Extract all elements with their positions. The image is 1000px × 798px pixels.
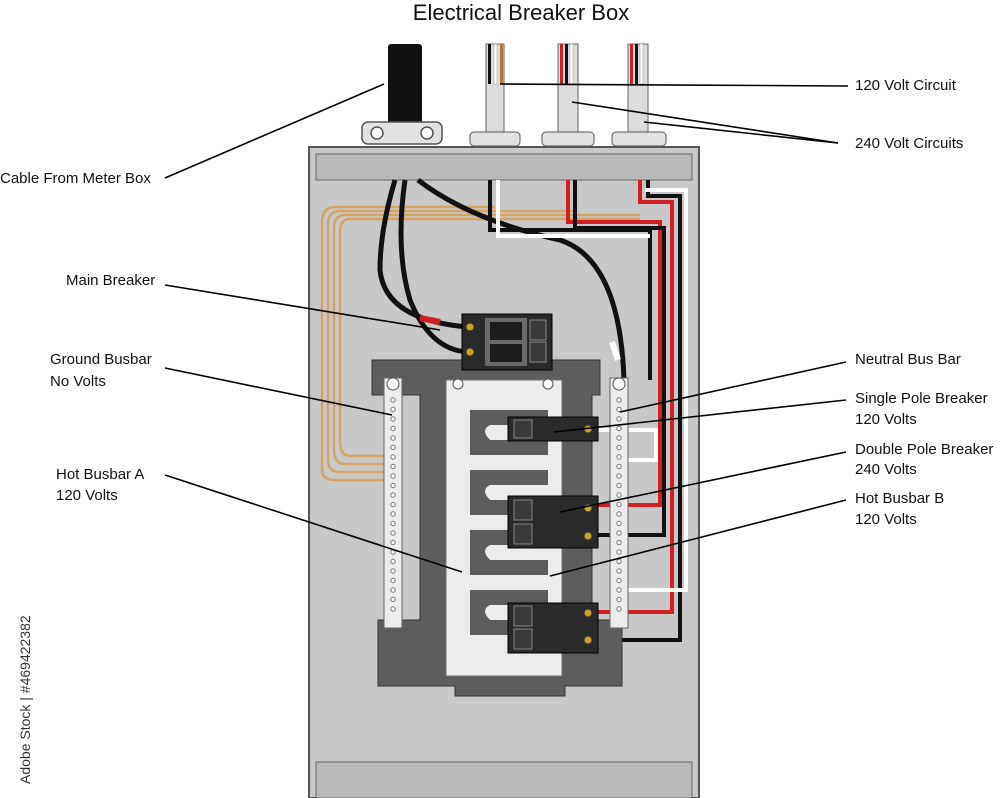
terminal-hole [616,406,622,413]
terminal-hole [390,596,396,603]
terminal-hole [616,482,622,489]
meter-cable [361,44,443,145]
terminal-hole [390,606,396,612]
label-ground-busbar-volts: No Volts [50,373,106,390]
terminal-hole [390,558,396,565]
single-pole-breaker [507,416,599,442]
terminal-hole [390,577,396,584]
double-pole-breaker [507,495,599,549]
label-cable-from-meter: Cable From Meter Box [0,170,151,187]
terminal-hole [390,473,396,479]
terminal-hole [390,454,396,460]
terminal-hole [616,501,622,508]
neutral-busbar-terminals [616,397,622,612]
label-single-pole-volts: 120 Volts [855,411,917,428]
terminal-hole [390,482,396,489]
main-breaker [461,313,553,371]
terminal-hole [390,568,396,574]
terminal-hole [390,492,396,498]
leader-lines [164,83,849,577]
terminal-hole [390,511,396,517]
terminal-hole [616,539,622,546]
terminal-hole [616,473,622,479]
label-double-pole-breaker: Double Pole Breaker [855,441,993,458]
terminal-hole [616,397,622,403]
label-double-pole-volts: 240 Volts [855,461,917,478]
label-240-volt-circuits: 240 Volt Circuits [855,135,963,152]
terminal-hole [390,501,396,508]
terminal-hole [390,425,396,432]
terminal-hole [616,492,622,498]
red-tape-marker [419,315,441,325]
lower-double-breaker [507,602,599,654]
label-hot-busbar-a-volts: 120 Volts [56,487,118,504]
terminal-hole [616,444,622,451]
ground-wires [320,205,640,482]
terminal-hole [616,463,622,470]
terminal-hole [390,435,396,441]
terminal-hole [616,568,622,574]
terminal-hole [616,606,622,612]
label-neutral-bus-bar: Neutral Bus Bar [855,351,961,368]
label-hot-busbar-b-volts: 120 Volts [855,511,917,528]
terminal-hole [390,587,396,593]
branch-wires [488,180,688,642]
branch-cables [469,43,667,147]
terminal-hole [390,539,396,546]
terminal-hole [616,577,622,584]
terminal-hole [616,425,622,432]
ground-busbar-terminals [390,397,396,612]
label-hot-busbar-a: Hot Busbar A [56,466,144,483]
label-ground-busbar: Ground Busbar [50,351,152,368]
terminal-hole [616,558,622,565]
diagram-title: Electrical Breaker Box [413,0,629,25]
terminal-hole [390,397,396,403]
label-120-volt-circuit: 120 Volt Circuit [855,77,957,94]
terminal-hole [616,511,622,517]
terminal-hole [390,530,396,536]
terminal-hole [390,444,396,451]
label-main-breaker: Main Breaker [66,272,155,289]
terminal-hole [616,454,622,460]
terminal-hole [390,520,396,527]
terminal-hole [390,463,396,470]
terminal-hole [616,530,622,536]
terminal-hole [616,435,622,441]
terminal-hole [616,596,622,603]
stock-id-text: Adobe Stock | #469422382 [17,615,33,784]
terminal-hole [390,416,396,422]
terminal-hole [616,520,622,527]
terminal-hole [616,587,622,593]
terminal-hole [616,416,622,422]
terminal-hole [616,549,622,555]
white-tape-marker [609,341,621,361]
label-single-pole-breaker: Single Pole Breaker [855,390,988,407]
label-hot-busbar-b: Hot Busbar B [855,490,944,507]
terminal-hole [390,406,396,413]
